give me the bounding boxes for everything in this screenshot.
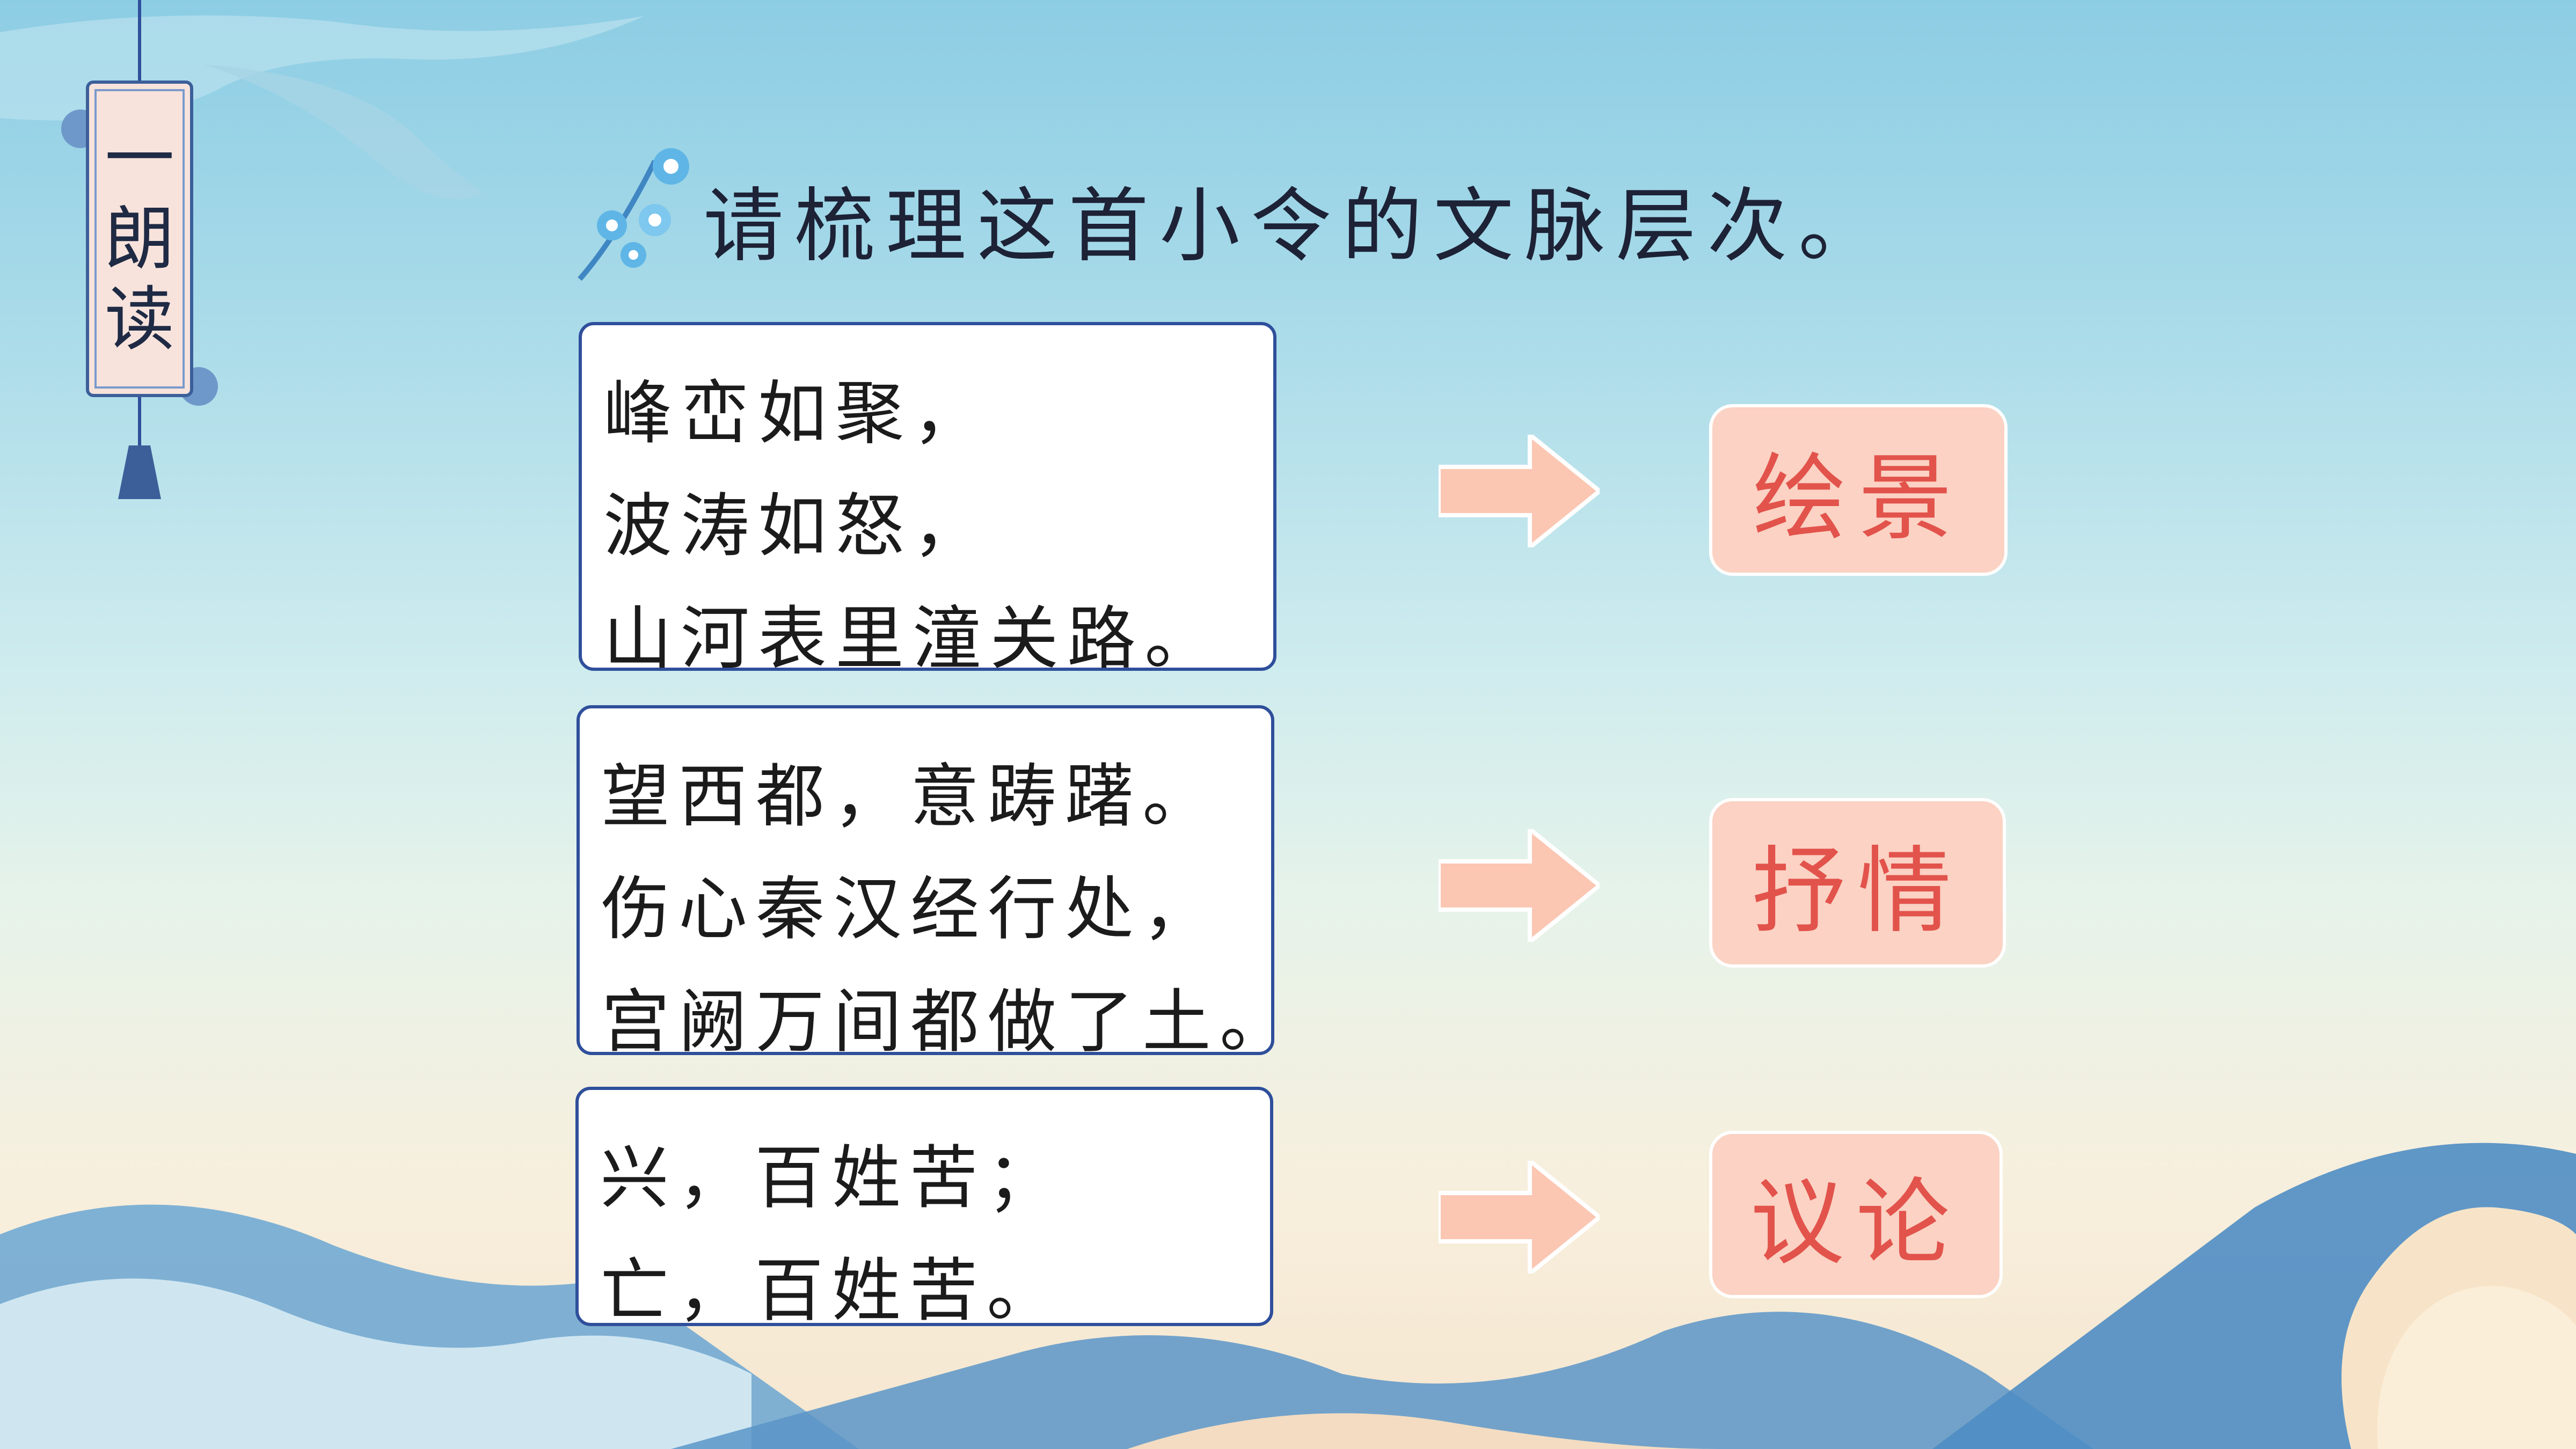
poem-line: 兴，百姓苦； (600, 1138, 1064, 1218)
arrow-right-icon (1439, 435, 1600, 547)
category-label-emotion: 抒情 (1709, 798, 2006, 968)
poem-box-argument: 兴，百姓苦； 亡，百姓苦。 (575, 1087, 1273, 1331)
poem-line: 峰峦如聚， (603, 374, 990, 453)
section-tag: 一 朗 读 (86, 80, 193, 397)
section-tag-char: 朗 (104, 198, 174, 280)
section-tag-char: 读 (104, 279, 174, 360)
section-tag-char: 一 (104, 118, 174, 199)
slide-heading: 请梳理这首小令的文脉层次。 (703, 180, 1890, 273)
poem-line: 波涛如怒， (603, 486, 990, 566)
category-label-scenery: 绘景 (1709, 404, 2008, 576)
poem-box-emotion: 望西都，意踌躇。 伤心秦汉经行处， 宫阙万间都做了土。 (577, 705, 1288, 1062)
poem-line: 伤心秦汉经行处， (601, 869, 1220, 949)
poem-box-scenery: 峰峦如聚， 波涛如怒， 山河表里潼关路。 (579, 322, 1276, 679)
poem-line: 宫阙万间都做了土。 (601, 982, 1297, 1062)
category-label-argument: 议论 (1709, 1131, 2003, 1298)
arrow-right-icon (1439, 1161, 1600, 1274)
poem-line: 望西都，意踌躇。 (601, 757, 1220, 837)
poem-line: 亡，百姓苦。 (600, 1251, 1064, 1331)
poem-line: 山河表里潼关路。 (603, 599, 1222, 679)
arrow-right-icon (1439, 829, 1600, 942)
